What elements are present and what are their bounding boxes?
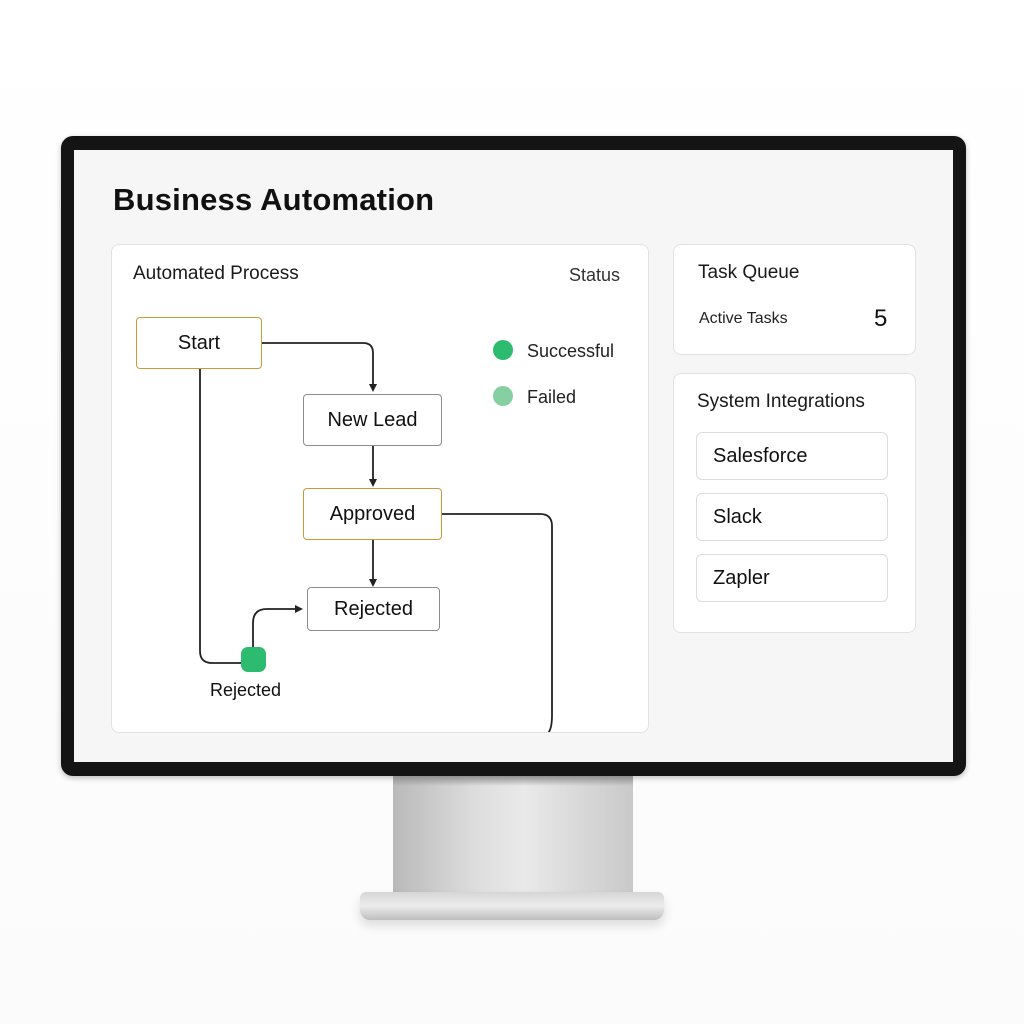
process-panel-title: Automated Process xyxy=(133,263,299,284)
monitor-stand-neck xyxy=(393,776,633,898)
node-new-lead[interactable]: New Lead xyxy=(303,394,442,446)
active-tasks-label: Active Tasks xyxy=(699,310,788,327)
page-title: Business Automation xyxy=(113,182,435,217)
status-label: Status xyxy=(569,265,621,285)
node-start[interactable]: Start xyxy=(136,317,262,369)
task-queue-title: Task Queue xyxy=(698,262,800,283)
integration-salesforce[interactable]: Salesforce xyxy=(696,432,888,480)
legend-dot-successful xyxy=(493,340,513,360)
connector-approved-exit xyxy=(442,513,553,732)
integration-slack[interactable]: Slack xyxy=(696,493,888,541)
node-approved[interactable]: Approved xyxy=(303,488,442,540)
connector-start-to-rejected-marker xyxy=(199,369,242,664)
legend-label-successful: Successful xyxy=(527,341,615,361)
flow-connectors xyxy=(199,342,553,732)
monitor-stand-base xyxy=(360,892,664,920)
screen: Business Automation Automated Process St… xyxy=(74,150,953,762)
task-queue-panel: Task Queue Active Tasks 5 xyxy=(673,244,916,355)
system-integrations-panel: System Integrations Salesforce Slack Zap… xyxy=(673,373,916,633)
monitor-stand-shadow xyxy=(393,776,633,786)
rejected-status-marker[interactable] xyxy=(241,647,266,672)
rejected-caption: Rejected xyxy=(210,680,282,700)
integrations-title: System Integrations xyxy=(697,391,865,412)
connector-rejected-marker-to-rejected xyxy=(252,605,303,648)
node-rejected[interactable]: Rejected xyxy=(307,587,440,631)
active-tasks-count: 5 xyxy=(874,305,888,332)
automated-process-panel: Automated Process Status Start New Lead … xyxy=(111,244,649,733)
legend-label-failed: Failed xyxy=(527,387,577,407)
integration-zapler[interactable]: Zapler xyxy=(696,554,888,602)
connector-start-to-new-lead xyxy=(262,342,377,392)
legend-dot-failed xyxy=(493,386,513,406)
